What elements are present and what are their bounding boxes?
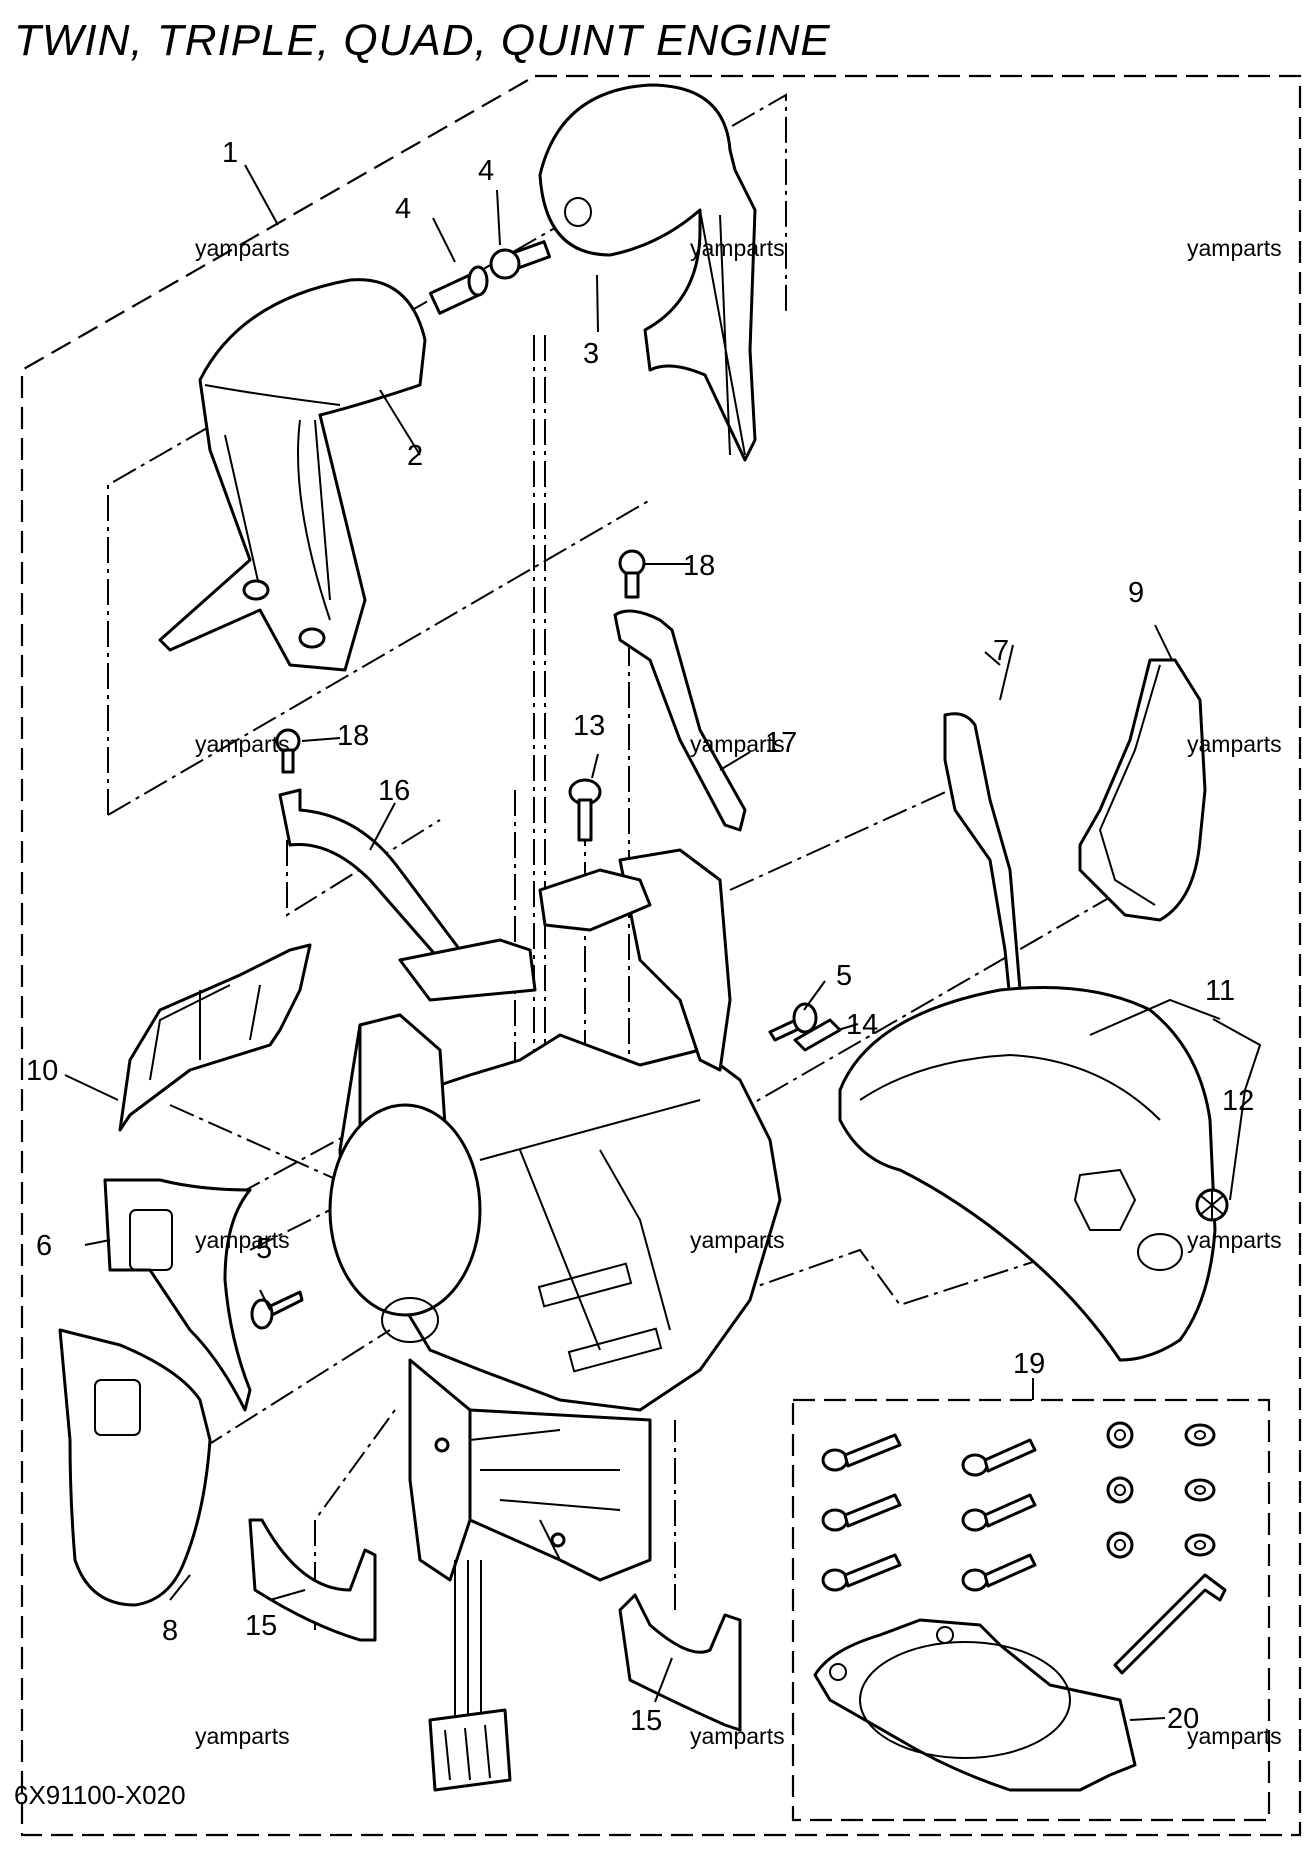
watermark-text: yamparts [1187, 235, 1282, 261]
callout-15: 15 [630, 1705, 662, 1737]
watermarks: yamparts yamparts yamparts yamparts yamp… [195, 235, 1282, 1749]
part-12-emblem [1195, 1188, 1229, 1222]
callout-12: 12 [1222, 1085, 1254, 1117]
callout-13: 13 [573, 710, 605, 742]
callout-16: 16 [378, 775, 410, 807]
part-8-lower-side-cover [58, 1328, 212, 1607]
watermark-text: yamparts [195, 1227, 290, 1253]
callout-5: 5 [836, 960, 852, 992]
callout-5: 5 [256, 1233, 272, 1265]
watermark-text: yamparts [195, 1723, 290, 1749]
kit-hex-key [1113, 1573, 1227, 1675]
callout-15: 15 [245, 1610, 277, 1642]
callout-2: 2 [407, 440, 423, 472]
callout-14: 14 [846, 1009, 878, 1041]
part-20-gasket [813, 1618, 1137, 1792]
leader-lines [64, 164, 1262, 1721]
callout-20: 20 [1167, 1703, 1199, 1735]
assembly-1-boundary [20, 74, 1302, 1837]
part-10-side-panel [118, 943, 312, 1132]
part-11-main-cover [838, 986, 1217, 1362]
callout-18: 18 [683, 550, 715, 582]
watermark-text: yamparts [1187, 1723, 1282, 1749]
control-housing-body [328, 848, 782, 1582]
watermark-text: yamparts [1187, 731, 1282, 757]
part-16-trim-strip [278, 788, 462, 967]
watermark-text: yamparts [195, 235, 290, 261]
part-15-lower-cover-left [248, 1518, 377, 1642]
guide-line [729, 789, 951, 891]
callout-7: 7 [993, 635, 1009, 667]
part-17-trim-strip [613, 609, 747, 832]
guide-line [689, 1248, 1071, 1311]
watermark-text: yamparts [195, 731, 290, 757]
callout-4: 4 [395, 193, 411, 225]
callout-9: 9 [1128, 577, 1144, 609]
kit-19-boundary [791, 1398, 1271, 1822]
part-4-screw [428, 240, 552, 315]
callout-17: 17 [765, 727, 797, 759]
watermark-text: yamparts [690, 731, 785, 757]
part-9-end-cover [1078, 658, 1207, 922]
callout-4: 4 [478, 155, 494, 187]
part-2-lever-cover-left [158, 278, 427, 672]
callout-19: 19 [1013, 1348, 1045, 1380]
callout-18: 18 [337, 720, 369, 752]
part-6-side-cover [103, 1178, 252, 1412]
kit-screw [821, 1433, 1037, 1592]
guide-line [199, 1329, 391, 1451]
callout-1: 1 [222, 137, 238, 169]
watermark-text: yamparts [690, 235, 785, 261]
diagram-code: 6X91100-X020 [14, 1780, 186, 1810]
part-7-lever-trim [943, 712, 1022, 1002]
callout-6: 6 [36, 1230, 52, 1262]
kit-nut [1106, 1421, 1134, 1559]
wiring-harness [428, 1560, 512, 1792]
kit-washer [1184, 1423, 1216, 1557]
part-5-screw [250, 1002, 818, 1330]
part-3-lever-cover-right [538, 83, 757, 462]
guide-line [107, 499, 651, 816]
watermark-text: yamparts [690, 1723, 785, 1749]
part-13-screw [568, 778, 602, 842]
callout-8: 8 [162, 1615, 178, 1647]
part-18-screw [275, 549, 646, 774]
callout-labels: 1 2 3 4 4 5 5 6 7 8 9 10 11 12 13 14 15 … [26, 137, 1254, 1737]
watermark-text: yamparts [1187, 1227, 1282, 1253]
callout-11: 11 [1205, 975, 1235, 1007]
guide-line [169, 1104, 361, 1191]
watermark-text: yamparts [690, 1227, 785, 1253]
callout-10: 10 [26, 1055, 58, 1087]
guide-line [286, 819, 441, 917]
guide-line [314, 1409, 396, 1630]
diagram-title: TWIN, TRIPLE, QUAD, QUINT ENGINE [14, 16, 831, 65]
callout-3: 3 [583, 338, 599, 370]
part-19-screw-kit [821, 1421, 1227, 1675]
